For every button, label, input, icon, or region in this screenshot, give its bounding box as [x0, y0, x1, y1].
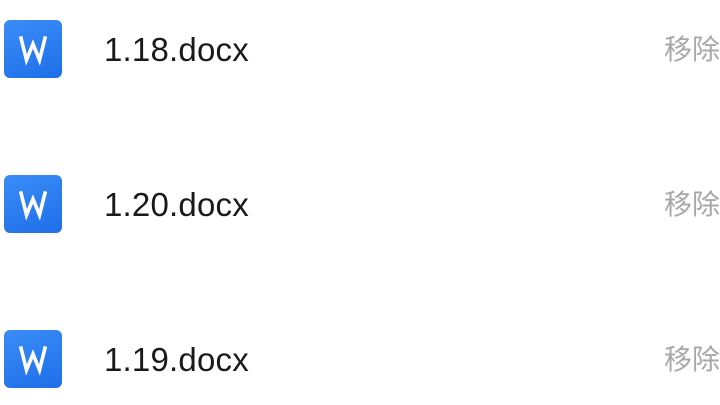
- remove-button[interactable]: 移除: [663, 33, 720, 66]
- file-row[interactable]: 1.19.docx 移除: [0, 319, 720, 399]
- remove-button[interactable]: 移除: [663, 188, 720, 221]
- file-name: 1.18.docx: [104, 31, 249, 68]
- word-document-icon: [4, 20, 62, 78]
- file-name: 1.19.docx: [104, 341, 249, 378]
- word-document-icon: [4, 175, 62, 233]
- remove-button[interactable]: 移除: [663, 343, 720, 376]
- file-row[interactable]: 1.20.docx 移除: [0, 164, 720, 244]
- file-row[interactable]: 1.18.docx 移除: [0, 9, 720, 89]
- file-name: 1.20.docx: [104, 186, 249, 223]
- word-document-icon: [4, 330, 62, 388]
